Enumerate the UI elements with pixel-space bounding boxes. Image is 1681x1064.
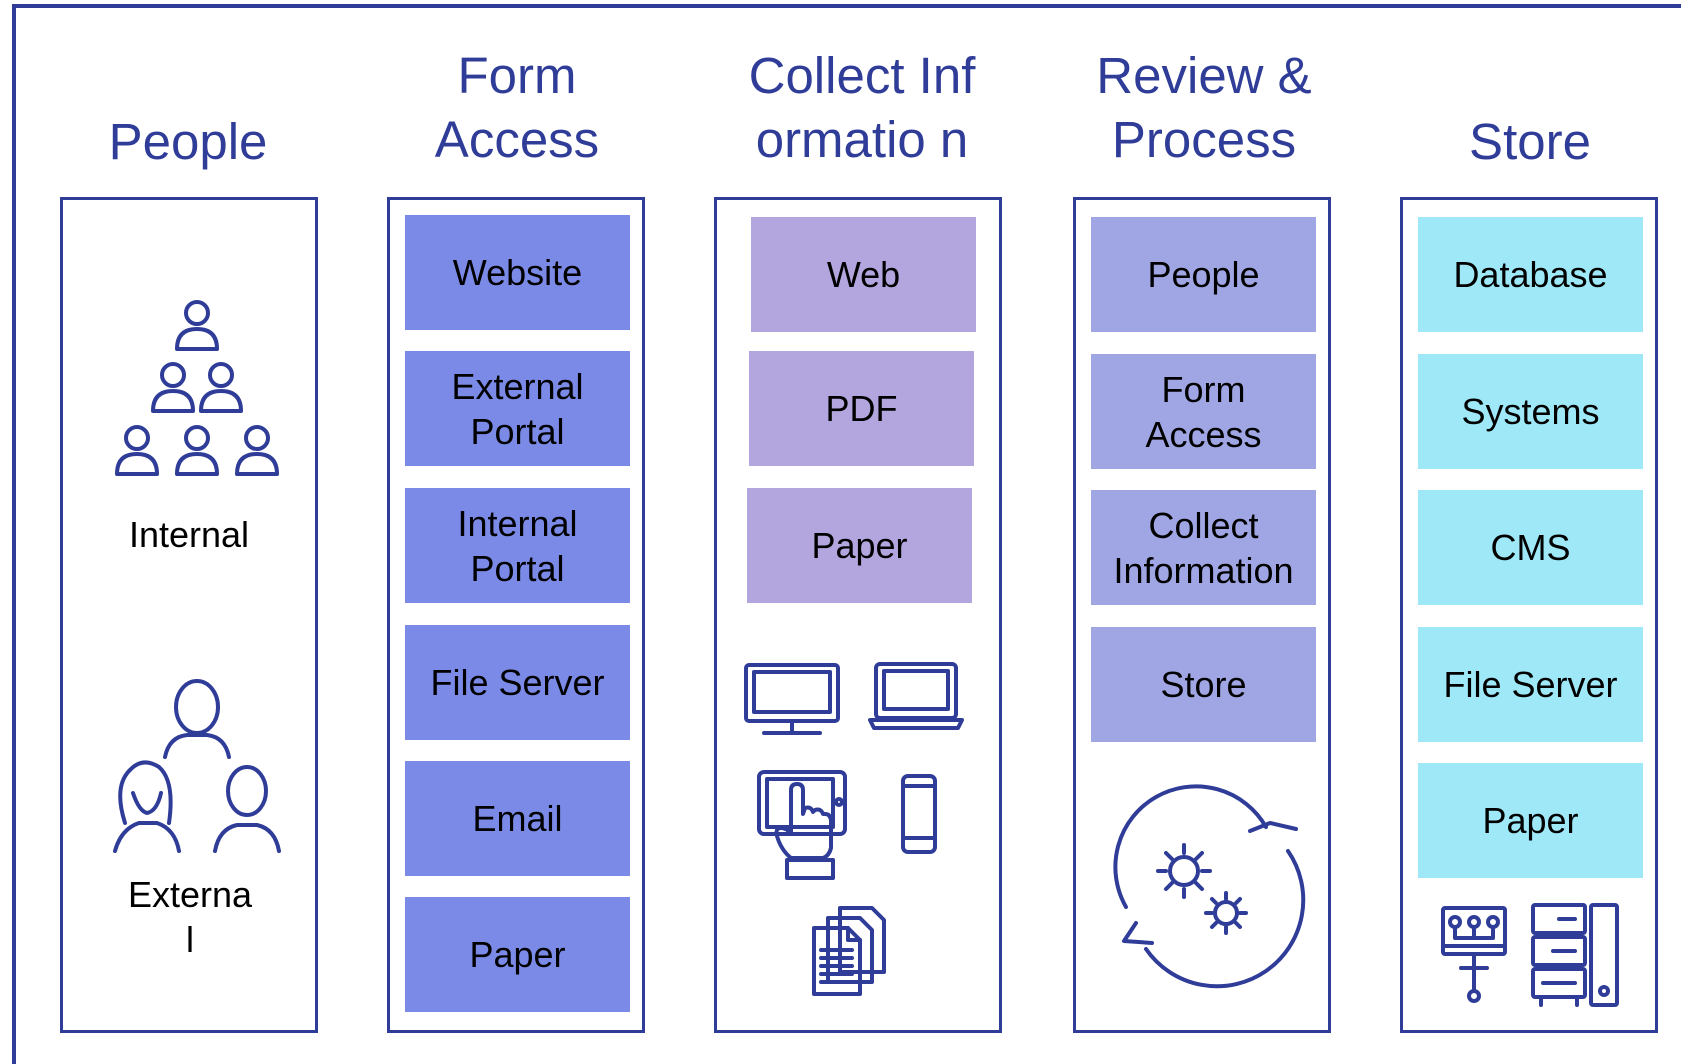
store-database: Database <box>1418 217 1643 332</box>
review-store: Store <box>1091 627 1316 742</box>
form-access-email: Email <box>405 761 630 876</box>
column-collect-information: Web PDF Paper <box>714 197 1002 1033</box>
internal-label: Internal <box>128 514 250 555</box>
column-people: Internal Externa l <box>60 197 318 1033</box>
form-access-file-server: File Server <box>405 625 630 740</box>
server-icon <box>1531 903 1619 1007</box>
form-access-paper: Paper <box>405 897 630 1012</box>
process-cycle-icon <box>1113 784 1306 989</box>
store-cms: CMS <box>1418 490 1643 605</box>
form-access-external-portal: External Portal <box>405 351 630 466</box>
store-systems: Systems <box>1418 354 1643 469</box>
store-file-server: File Server <box>1418 627 1643 742</box>
review-form-access: Form Access <box>1091 354 1316 469</box>
collect-paper: Paper <box>747 488 972 603</box>
heading-collect-information: Collect Informatio n <box>748 47 976 168</box>
heading-store: Store <box>1469 113 1591 170</box>
store-paper: Paper <box>1418 763 1643 878</box>
external-group-icon <box>113 679 281 853</box>
tablet-touch-icon <box>757 770 847 880</box>
column-store: Database Systems CMS File Server Paper <box>1400 197 1658 1033</box>
column-review-process: People Form Access Collect Information S… <box>1073 197 1331 1033</box>
review-people: People <box>1091 217 1316 332</box>
external-label: Externa l <box>127 874 253 960</box>
form-access-website: Website <box>405 215 630 330</box>
heading-form-access: Form Access <box>434 47 600 168</box>
heading-people: People <box>108 113 268 170</box>
diagram-frame <box>12 4 1681 1064</box>
form-access-internal-portal: Internal Portal <box>405 488 630 603</box>
network-icon <box>1441 906 1507 1003</box>
laptop-icon <box>868 662 964 730</box>
documents-icon <box>812 906 886 996</box>
heading-review-process: Review & Process <box>1096 47 1312 168</box>
review-collect-information: Collect Information <box>1091 490 1316 605</box>
collect-pdf: PDF <box>749 351 974 466</box>
monitor-icon <box>744 663 840 735</box>
internal-group-icon <box>115 300 279 476</box>
phone-icon <box>901 774 937 854</box>
column-form-access: Website External Portal Internal Portal … <box>387 197 645 1033</box>
collect-web: Web <box>751 217 976 332</box>
